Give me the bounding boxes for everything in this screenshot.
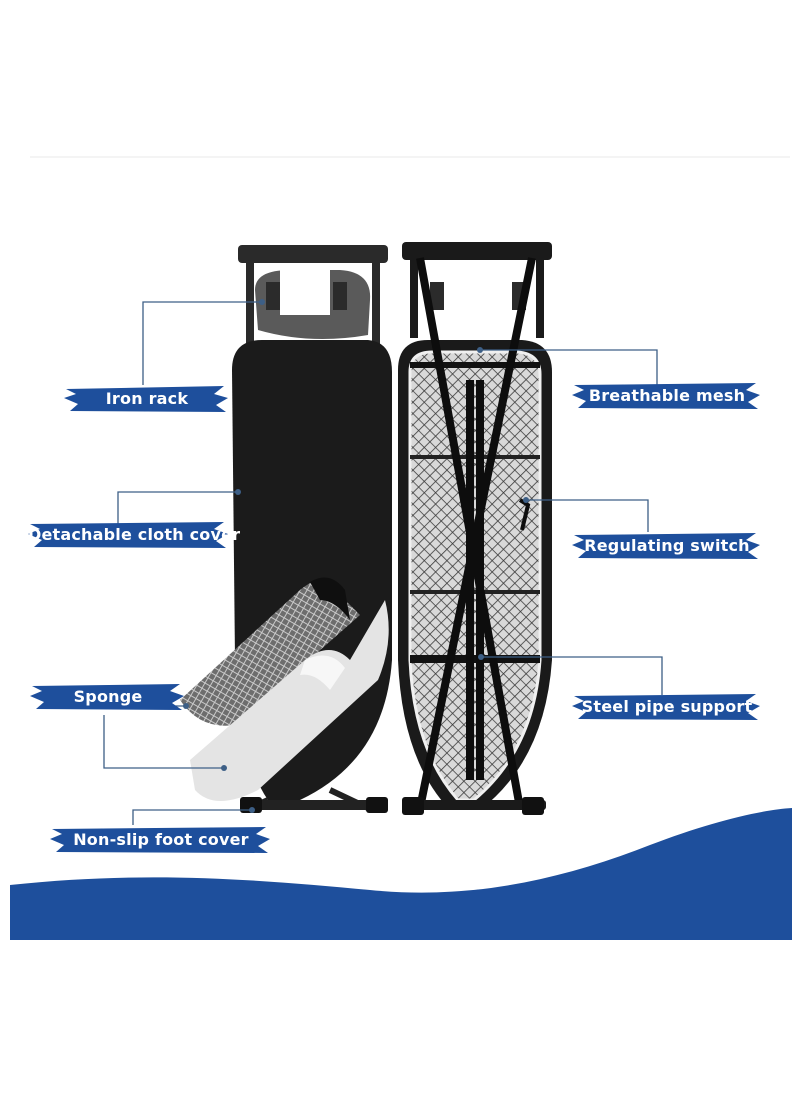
label-steel-pipe-support: Steel pipe support xyxy=(572,692,762,722)
label-regulating-switch: Regulating switch xyxy=(572,531,762,561)
label-breathable-mesh: Breathable mesh xyxy=(572,381,762,411)
brush-stroke xyxy=(30,684,184,710)
right-ironing-board xyxy=(398,242,552,815)
regulating-switch xyxy=(518,498,531,531)
callout-lines xyxy=(103,301,663,825)
brush-stroke xyxy=(572,694,760,720)
label-text: Non-slip foot cover xyxy=(73,830,249,849)
brush-stroke xyxy=(572,533,760,559)
brush-stroke xyxy=(572,383,760,409)
brush-stroke xyxy=(28,522,228,548)
steel-pipe-legs xyxy=(416,257,536,809)
blue-wave-background xyxy=(10,808,792,940)
left-ironing-board xyxy=(180,245,406,813)
brush-stroke xyxy=(64,386,228,412)
label-text: Steel pipe support xyxy=(581,697,753,716)
label-text: Breathable mesh xyxy=(588,386,746,405)
label-iron-rack: Iron rack xyxy=(64,384,230,414)
callout-dots xyxy=(183,299,529,813)
brush-stroke xyxy=(50,827,270,853)
label-text: Sponge xyxy=(73,687,143,706)
label-text: Iron rack xyxy=(105,389,189,408)
label-sponge: Sponge xyxy=(30,682,186,712)
label-non-slip-foot-cover: Non-slip foot cover xyxy=(50,825,272,855)
sponge-layer-light xyxy=(190,600,389,801)
label-text: Detachable cloth cover xyxy=(28,525,241,544)
label-text: Regulating switch xyxy=(584,536,750,555)
sponge-layer-dark xyxy=(180,579,360,726)
label-detachable-cloth-cover: Detachable cloth cover xyxy=(28,520,241,550)
